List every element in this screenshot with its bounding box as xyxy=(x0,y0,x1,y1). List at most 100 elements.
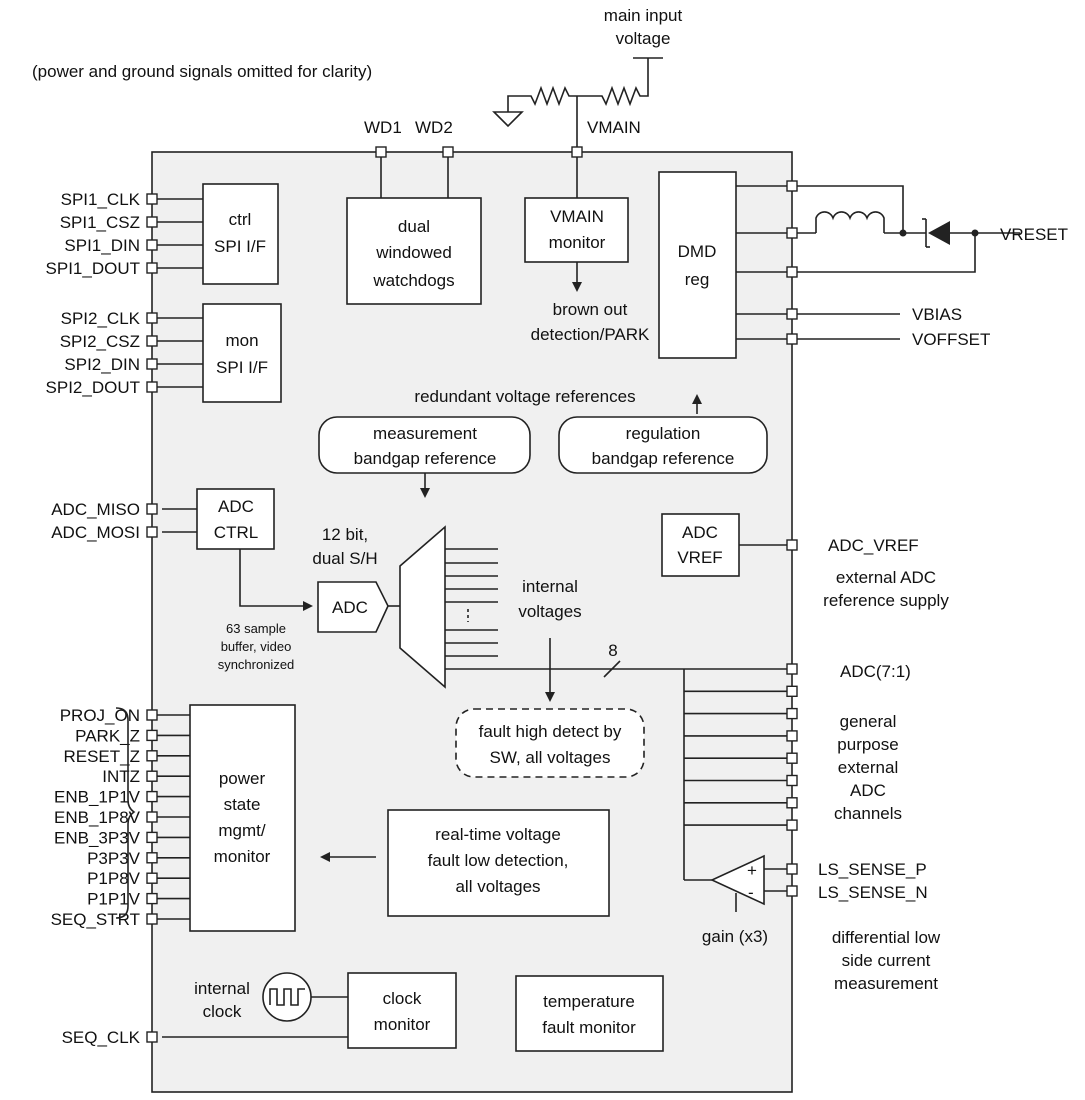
gp-desc-line2: purpose xyxy=(837,735,898,754)
ctrl-spi-line1: ctrl xyxy=(229,210,252,229)
fault-high-line1: fault high detect by xyxy=(479,722,622,741)
power-pin xyxy=(146,709,158,721)
ls-sense-n-label: LS_SENSE_N xyxy=(818,883,928,902)
spi1-pin xyxy=(146,239,158,251)
ls-sense-p-label: LS_SENSE_P xyxy=(818,860,927,879)
power-pin xyxy=(146,852,158,864)
pin-seq-clk xyxy=(146,1031,158,1043)
main-input-label: main input xyxy=(604,6,683,25)
omission-note: (power and ground signals omitted for cl… xyxy=(32,62,372,81)
watchdogs-line3: watchdogs xyxy=(372,271,454,290)
internal-voltages-line1: internal xyxy=(522,577,578,596)
adc-spec-line2: dual S/H xyxy=(312,549,377,568)
pin-adc-vref xyxy=(786,539,798,551)
adc-ctrl-line2: CTRL xyxy=(214,523,258,542)
spi2-label: SPI2_DIN xyxy=(64,355,140,374)
power-state-line2: state xyxy=(224,795,261,814)
rt-fault-block xyxy=(387,809,610,917)
vmain-monitor-line2: monitor xyxy=(549,233,606,252)
power-label: ENB_1P1V xyxy=(54,788,141,807)
main-input-label-2: voltage xyxy=(616,29,671,48)
diff-desc-line1: differential low xyxy=(832,928,941,947)
temp-monitor-line2: fault monitor xyxy=(542,1018,636,1037)
rt-fault-line3: all voltages xyxy=(455,877,540,896)
watchdogs-line2: windowed xyxy=(375,243,452,262)
regulation-bandgap-block xyxy=(558,416,768,474)
adc-channel-pin xyxy=(786,707,798,720)
power-pin xyxy=(146,729,158,742)
temp-monitor-line1: temperature xyxy=(543,992,635,1011)
ctrl-spi-line2: SPI I/F xyxy=(214,237,266,256)
power-pin xyxy=(146,913,158,925)
voffset-label: VOFFSET xyxy=(912,330,990,349)
adc-spec-line1: 12 bit, xyxy=(322,525,368,544)
gp-desc-line4: ADC xyxy=(850,781,886,800)
vmain-label: VMAIN xyxy=(587,118,641,137)
adc-channel-pin xyxy=(786,685,798,697)
internal-clock-line2: clock xyxy=(203,1002,242,1021)
pin-dmd-3 xyxy=(786,266,798,278)
power-label: PROJ_ON xyxy=(60,706,140,725)
vreset-network: VRESET xyxy=(797,185,1068,273)
watchdogs-block xyxy=(346,197,482,305)
power-label: ENB_3P3V xyxy=(54,828,141,847)
spi2-label: SPI2_CLK xyxy=(61,309,141,328)
power-state-block xyxy=(189,704,296,932)
spi1-pin xyxy=(146,262,158,274)
power-pin-group: PROJ_ONPARK_ZRESET_ZINTZENB_1P1VENB_1P8V… xyxy=(51,706,190,929)
adc-channel-pin xyxy=(786,730,798,742)
vmain-monitor-block xyxy=(524,197,629,263)
vreset-label: VRESET xyxy=(1000,225,1068,244)
dmd-reg-block xyxy=(658,171,737,359)
power-pin xyxy=(146,872,158,884)
adc-vref-block xyxy=(661,513,740,577)
pin-vmain xyxy=(571,146,583,158)
fault-high-line2: SW, all voltages xyxy=(490,748,611,767)
adc-vref-line2: VREF xyxy=(677,548,722,567)
gp-desc-line5: channels xyxy=(834,804,902,823)
rt-fault-line2: fault low detection, xyxy=(428,851,569,870)
clock-monitor-line2: monitor xyxy=(374,1015,431,1034)
adc-channel-pin xyxy=(786,663,798,675)
power-label: SEQ_STRT xyxy=(51,910,140,929)
power-label: P3P3V xyxy=(87,849,141,868)
bus-width-label: 8 xyxy=(608,641,617,660)
spi2-pin xyxy=(146,312,158,324)
power-pin xyxy=(146,750,158,762)
seq-clk-label: SEQ_CLK xyxy=(62,1028,141,1047)
gp-desc-line1: general xyxy=(840,712,897,731)
adc-channel-pin xyxy=(786,752,798,764)
dmd-reg-line1: DMD xyxy=(678,242,717,261)
power-label: RESET_Z xyxy=(63,747,140,766)
pin-ls-sense-n xyxy=(786,885,798,897)
clock-monitor-line1: clock xyxy=(383,989,422,1008)
clock-monitor-block xyxy=(347,972,457,1049)
wd2-label: WD2 xyxy=(415,118,453,137)
power-pin xyxy=(146,831,158,844)
power-pin xyxy=(146,770,158,782)
dmd-reg-line2: reg xyxy=(685,270,710,289)
adc-spi-pin xyxy=(146,526,158,538)
spi1-pin xyxy=(146,216,158,228)
brown-out-line1: brown out xyxy=(553,300,628,319)
mon-spi-line2: SPI I/F xyxy=(216,358,268,377)
vbias-label: VBIAS xyxy=(912,305,962,324)
wd1-label: WD1 xyxy=(364,118,402,137)
ctrl-spi-block xyxy=(202,183,279,285)
power-label: INTZ xyxy=(102,767,140,786)
main-input-network: main input voltage VMAIN WD1 WD2 xyxy=(364,6,682,148)
adc-ctrl-line1: ADC xyxy=(218,497,254,516)
reg-ref-line1: regulation xyxy=(626,424,701,443)
ext-ref-line1: external ADC xyxy=(836,568,936,587)
amp-plus: + xyxy=(747,861,757,880)
rt-fault-line1: real-time voltage xyxy=(435,825,561,844)
watchdogs-line1: dual xyxy=(398,217,430,236)
adc-channel-pin xyxy=(786,774,798,787)
amp-minus: - xyxy=(748,883,754,902)
spi2-pin xyxy=(146,358,158,370)
adc-channel-pin xyxy=(786,819,798,831)
spi1-pin xyxy=(146,193,158,205)
buffer-line2: buffer, video xyxy=(221,639,292,654)
